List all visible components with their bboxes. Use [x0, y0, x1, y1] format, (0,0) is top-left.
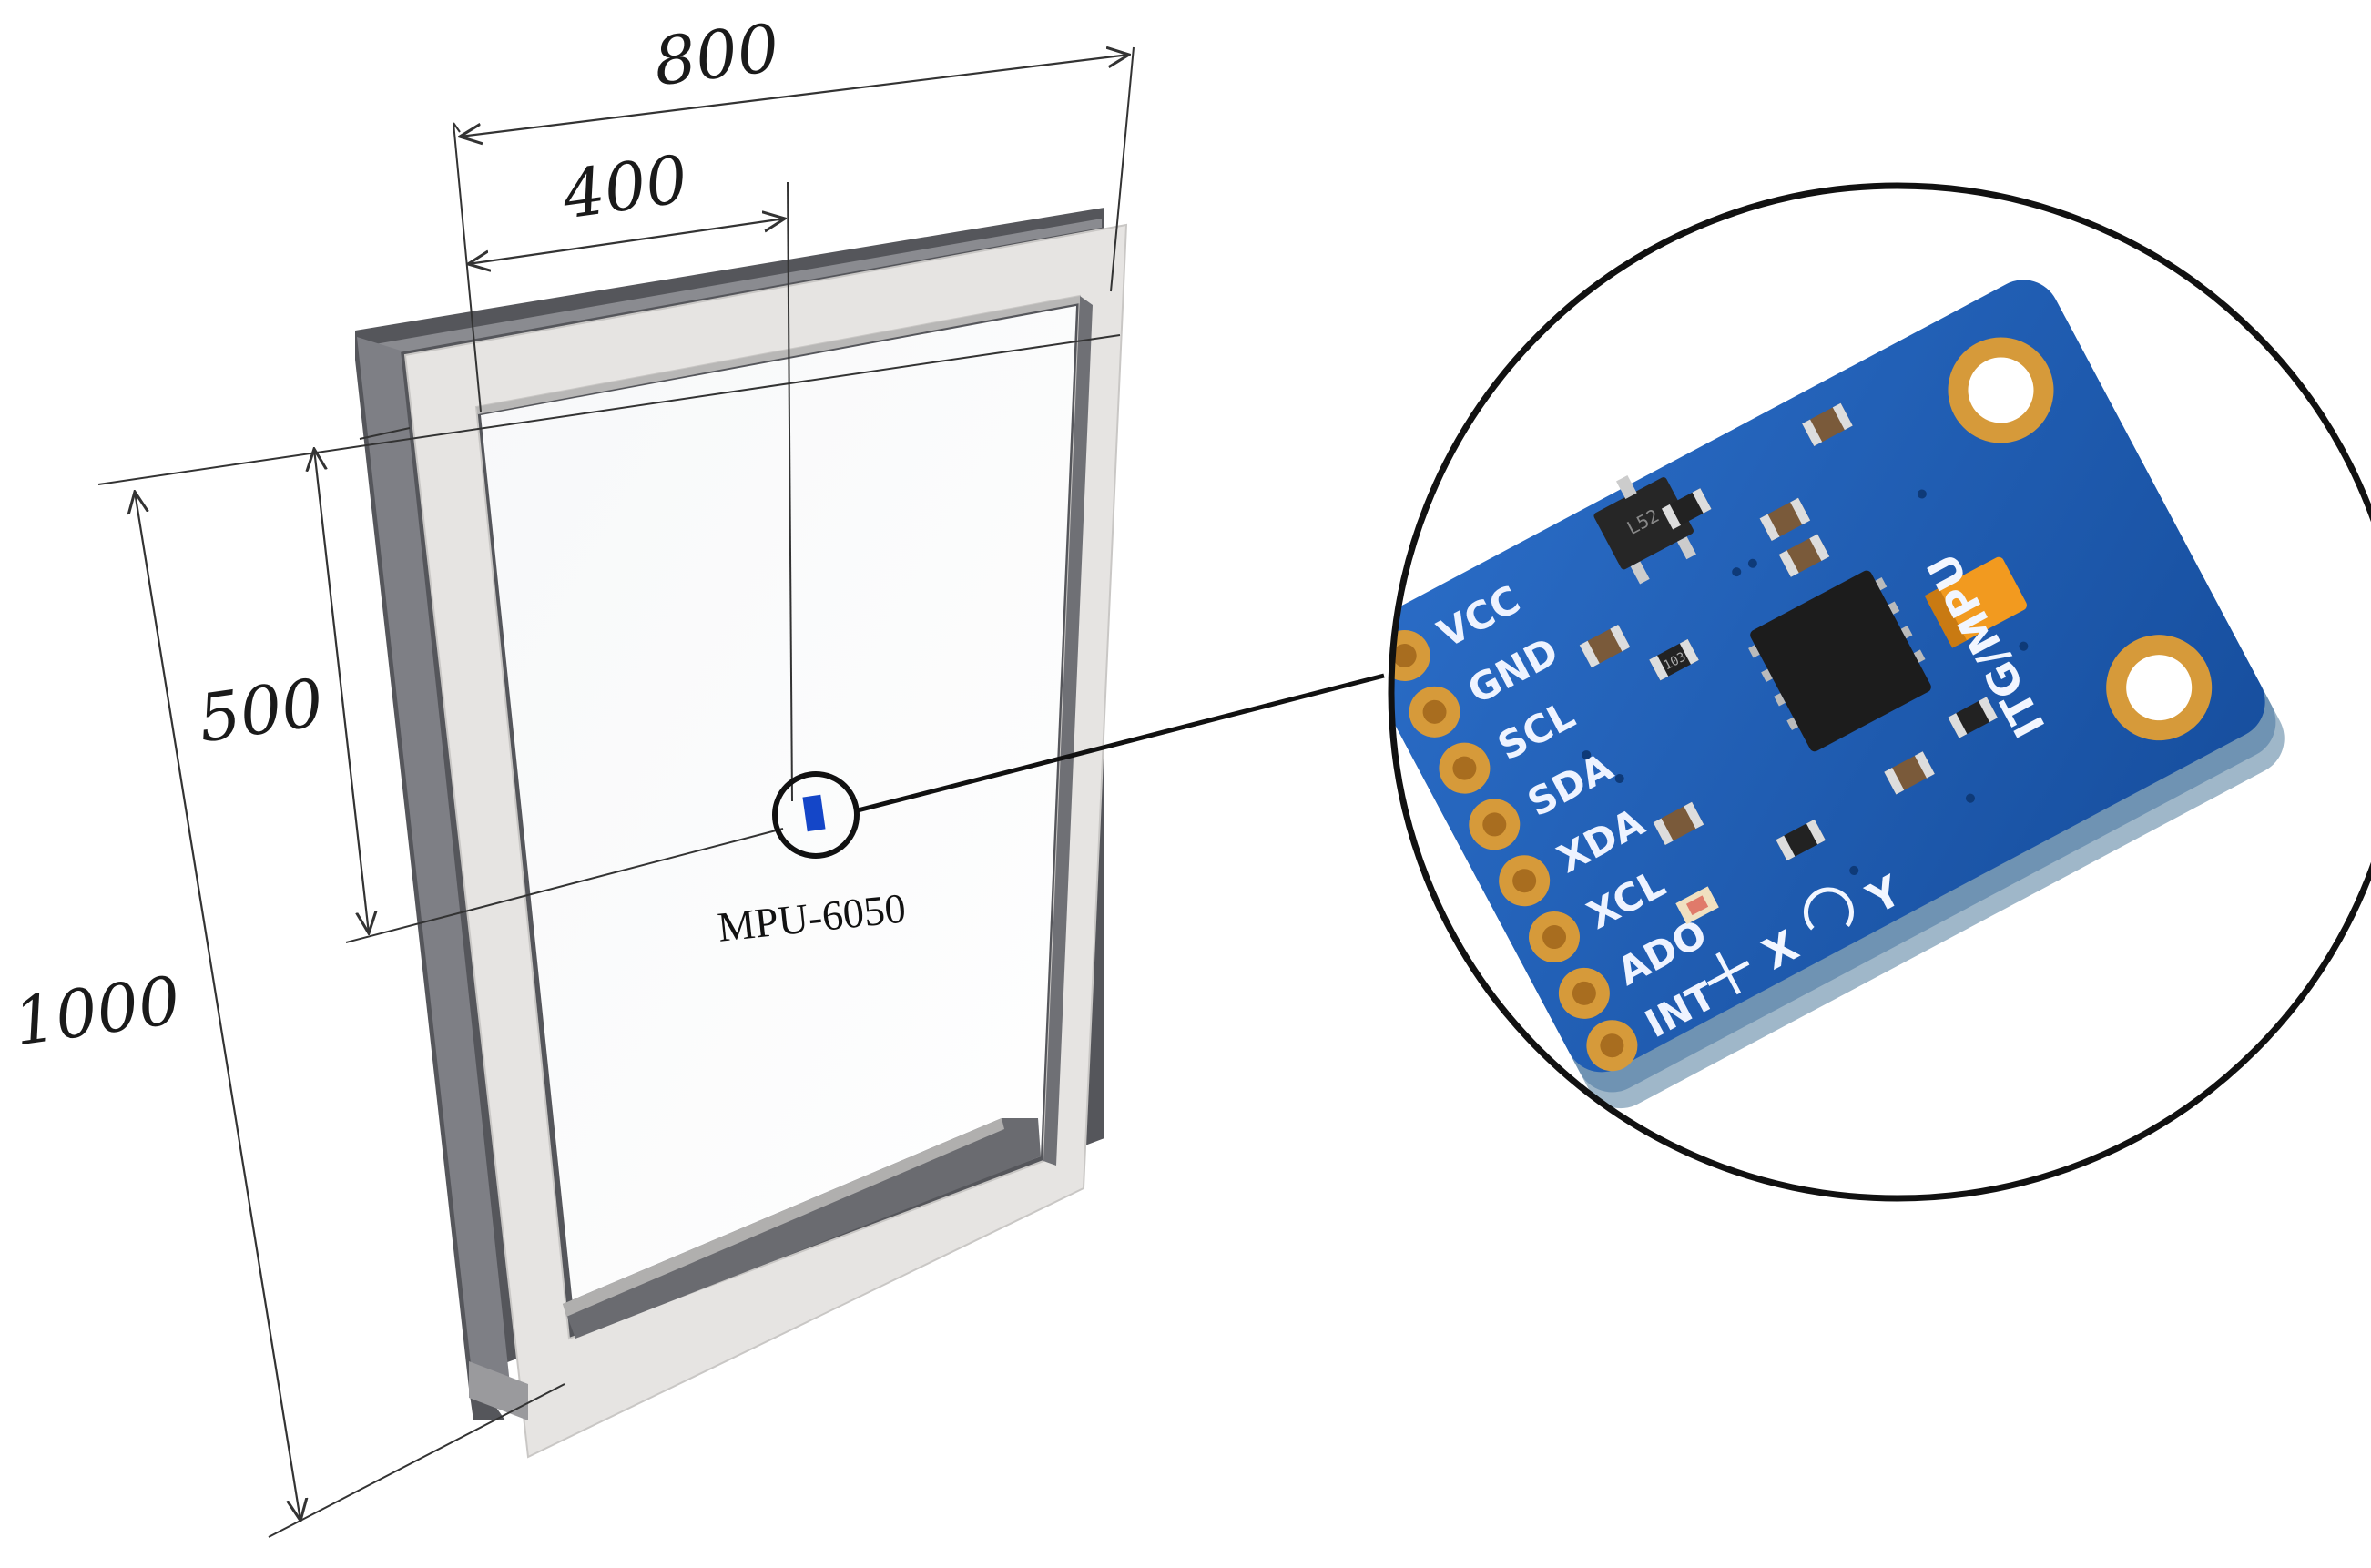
smd-capacitor — [1802, 402, 1853, 446]
pin-pads — [1391, 630, 1638, 1072]
window-sill — [469, 1361, 528, 1420]
window-back-frame-highlight — [364, 219, 1102, 357]
window — [355, 208, 1128, 1459]
smd-capacitor — [1884, 751, 1935, 795]
dimension-arrow-1000 — [135, 492, 300, 1521]
window-inner-edge-top — [476, 296, 1080, 414]
smd-resistor — [1948, 697, 1998, 738]
smd-capacitor — [1579, 624, 1631, 668]
dimension-arrow-400 — [468, 219, 785, 264]
mounting-holes — [1948, 337, 2213, 741]
callout-line — [857, 673, 1385, 813]
smd-resistor — [1776, 819, 1826, 861]
window-glass — [481, 306, 1076, 1331]
axis-rotation-icon — [1803, 887, 1854, 931]
dimension-arrow-800 — [460, 55, 1129, 137]
vias — [1582, 489, 2029, 875]
main-chip — [1748, 570, 1931, 752]
smd-led — [1675, 886, 1719, 925]
dimension-label-1000: 1000 — [9, 962, 185, 1061]
sensor-marker-ring — [772, 771, 860, 859]
window-bottom-rail-top — [563, 1118, 1004, 1317]
smd-capacitor — [1759, 497, 1811, 542]
window-bottom-rail — [563, 1118, 1041, 1339]
smd-resistor — [1661, 488, 1712, 530]
dimension-label-800: 800 — [650, 9, 784, 100]
smd-resistor — [1649, 638, 1699, 681]
smd-capacitor — [1778, 534, 1830, 577]
module-zoom-view: VCC GND SCL SDA XDA XCL ADO INT — [1388, 182, 2371, 1202]
smd-components: 103 — [1579, 402, 1998, 925]
window-back-frame-side — [357, 337, 510, 1389]
mpu-module: VCC GND SCL SDA XDA XCL ADO INT — [1391, 280, 2285, 1109]
tantalum-capacitor — [1924, 556, 2027, 648]
dimension-arrows — [135, 55, 1129, 1521]
dimension-arrow-500 — [314, 449, 369, 933]
window-inner-edge-right — [1043, 296, 1093, 1166]
sensor-marker-chip — [802, 794, 826, 832]
dimension-label-400: 400 — [557, 140, 693, 233]
dimension-label-500: 500 — [194, 664, 329, 757]
zoom-circle-border — [1388, 182, 2371, 1202]
smd-capacitor — [1653, 801, 1704, 846]
axis-arrow-icon — [1706, 952, 1750, 995]
voltage-regulator: L52 — [1593, 474, 1696, 585]
